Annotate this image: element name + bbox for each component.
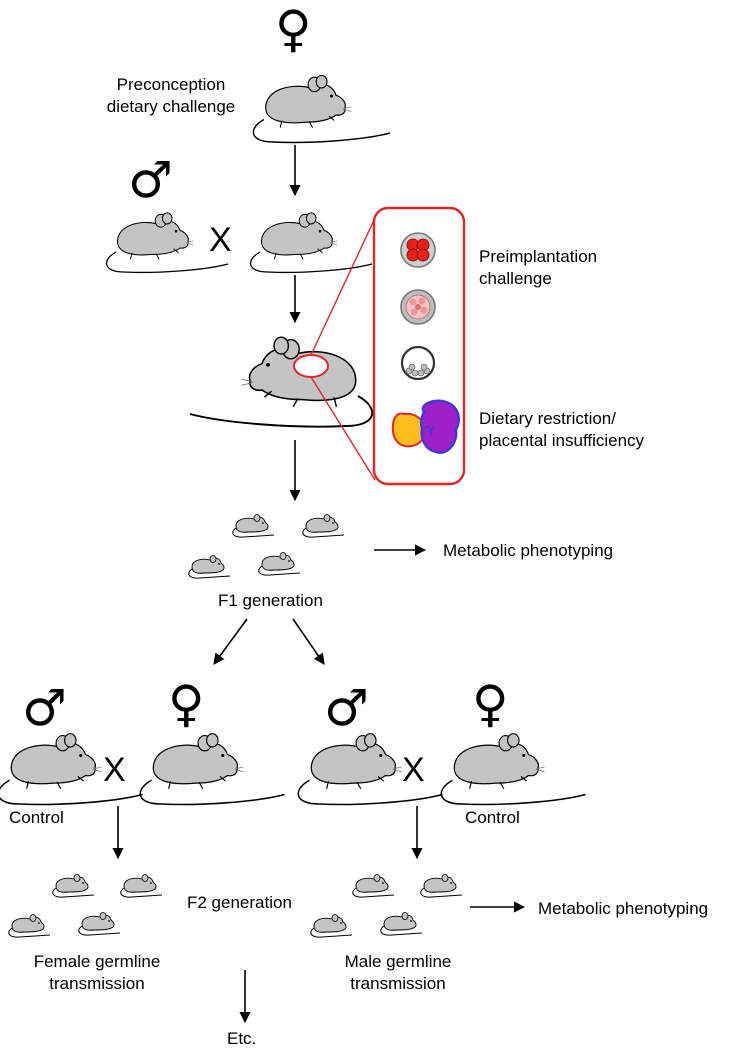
zoom-line-top xyxy=(310,217,376,356)
label-metabolic-phenotyping-f2: Metabolic phenotyping xyxy=(538,899,709,918)
f2-pups-left xyxy=(8,874,163,938)
female-symbol-right: ♀ xyxy=(472,675,509,733)
cross-symbol-right: X xyxy=(402,751,425,789)
label-control-left: Control xyxy=(9,808,64,827)
mouse-pregnant xyxy=(189,336,374,428)
male-symbol-right: ♂ xyxy=(324,679,369,737)
four-cell-embryo-icon xyxy=(400,232,436,268)
label-metabolic-phenotyping-f1: Metabolic phenotyping xyxy=(443,541,614,560)
mouse-f1-female-left xyxy=(139,732,286,806)
label-dietary-restriction: Dietary restriction/ placental insuffici… xyxy=(479,409,645,450)
label-etc: Etc. xyxy=(227,1029,257,1048)
mouse-control-female-right xyxy=(440,732,587,806)
female-symbol-left: ♀ xyxy=(168,675,205,733)
label-f1-generation: F1 generation xyxy=(218,591,323,610)
label-preconception: Preconception dietary challenge xyxy=(106,75,236,116)
placenta-icon xyxy=(391,399,460,454)
label-male-germline: Male germline transmission xyxy=(344,952,452,993)
label-control-right: Control xyxy=(465,808,520,827)
male-symbol-parent: ♂ xyxy=(128,151,173,209)
f1-pups xyxy=(188,514,345,579)
label-female-germline: Female germline transmission xyxy=(33,952,161,993)
cross-symbol-left: X xyxy=(103,751,126,789)
label-preimplantation: Preimplantation challenge xyxy=(479,247,598,288)
morula-icon xyxy=(400,289,436,325)
female-symbol-top: ♀ xyxy=(275,0,312,58)
arrow-branch-left xyxy=(213,618,248,665)
uterus-highlight xyxy=(293,354,329,378)
cross-symbol-parents: X xyxy=(209,221,232,259)
male-symbol-left: ♂ xyxy=(22,679,67,737)
label-f2-generation: F2 generation xyxy=(187,893,292,912)
mouse-preconception-female xyxy=(252,74,391,144)
f2-pups-right xyxy=(310,874,463,938)
arrow-branch-right xyxy=(292,618,325,665)
blastocyst-icon xyxy=(400,345,436,381)
zoom-line-bottom xyxy=(310,376,376,481)
